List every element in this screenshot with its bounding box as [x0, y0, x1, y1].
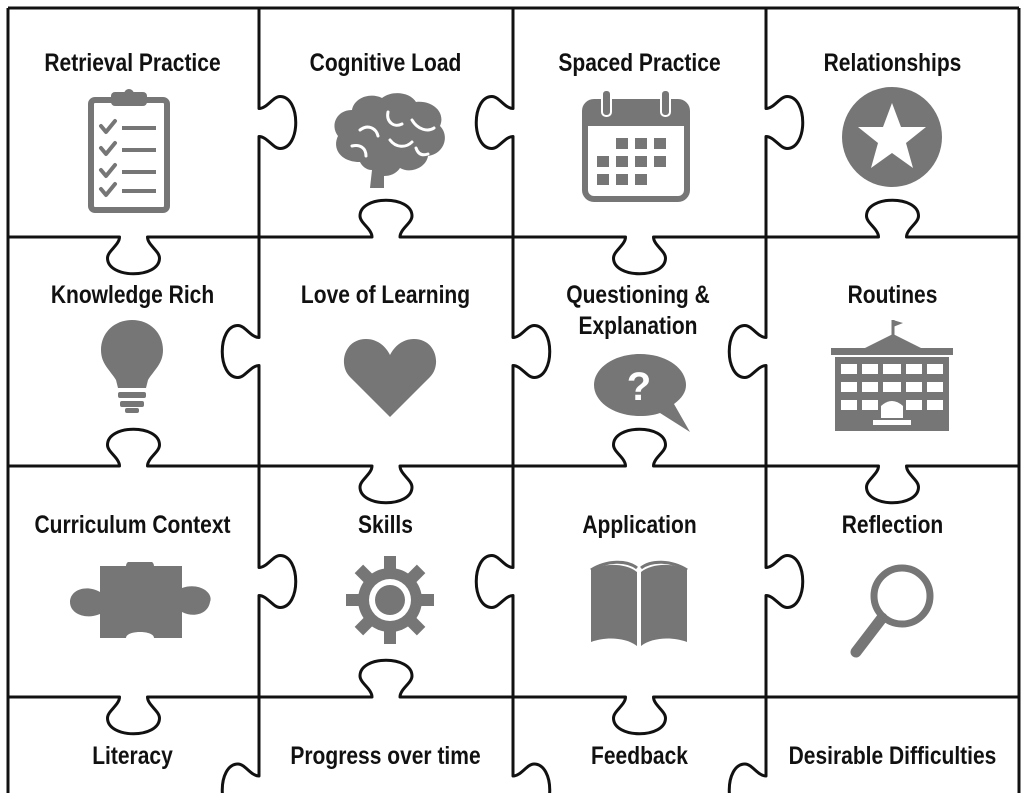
gear-icon: [346, 556, 434, 644]
heart-icon: [343, 339, 437, 417]
star-badge-icon: [842, 87, 942, 187]
tile-label-questioning-explanation: Questioning & Explanation: [566, 281, 710, 340]
tile-label-progress-over-time: Progress over time: [290, 742, 481, 770]
tile-label-retrieval-practice: Retrieval Practice: [44, 49, 221, 77]
brain-icon: [334, 93, 445, 188]
clipboard-checklist-icon: [88, 89, 170, 213]
school-building-icon: [831, 320, 953, 431]
tile-label-feedback: Feedback: [591, 742, 688, 770]
tile-label-routines: Routines: [847, 281, 938, 309]
lightbulb-icon: [101, 320, 163, 413]
tile-label-curriculum-context: Curriculum Context: [34, 511, 231, 539]
tile-label-spaced-practice: Spaced Practice: [558, 49, 721, 77]
tile-label-love-of-learning: Love of Learning: [300, 281, 471, 309]
tile-label-relationships: Relationships: [823, 49, 962, 77]
question-speech-bubble-icon: ?: [594, 354, 690, 432]
svg-text:?: ?: [627, 365, 651, 409]
tile-label-reflection: Reflection: [841, 511, 944, 539]
tile-label-cognitive-load: Cognitive Load: [309, 49, 462, 77]
tile-label-desirable-difficulties: Desirable Difficulties: [788, 742, 997, 770]
tile-label-skills: Skills: [358, 511, 413, 539]
tile-label-literacy: Literacy: [92, 742, 173, 770]
calendar-icon: [582, 89, 690, 202]
magnifying-glass-icon: [850, 564, 934, 658]
tile-label-application: Application: [582, 511, 697, 539]
open-book-icon: [590, 560, 688, 646]
tile-label-knowledge-rich: Knowledge Rich: [50, 281, 215, 309]
puzzle-piece-icon: [70, 562, 211, 638]
